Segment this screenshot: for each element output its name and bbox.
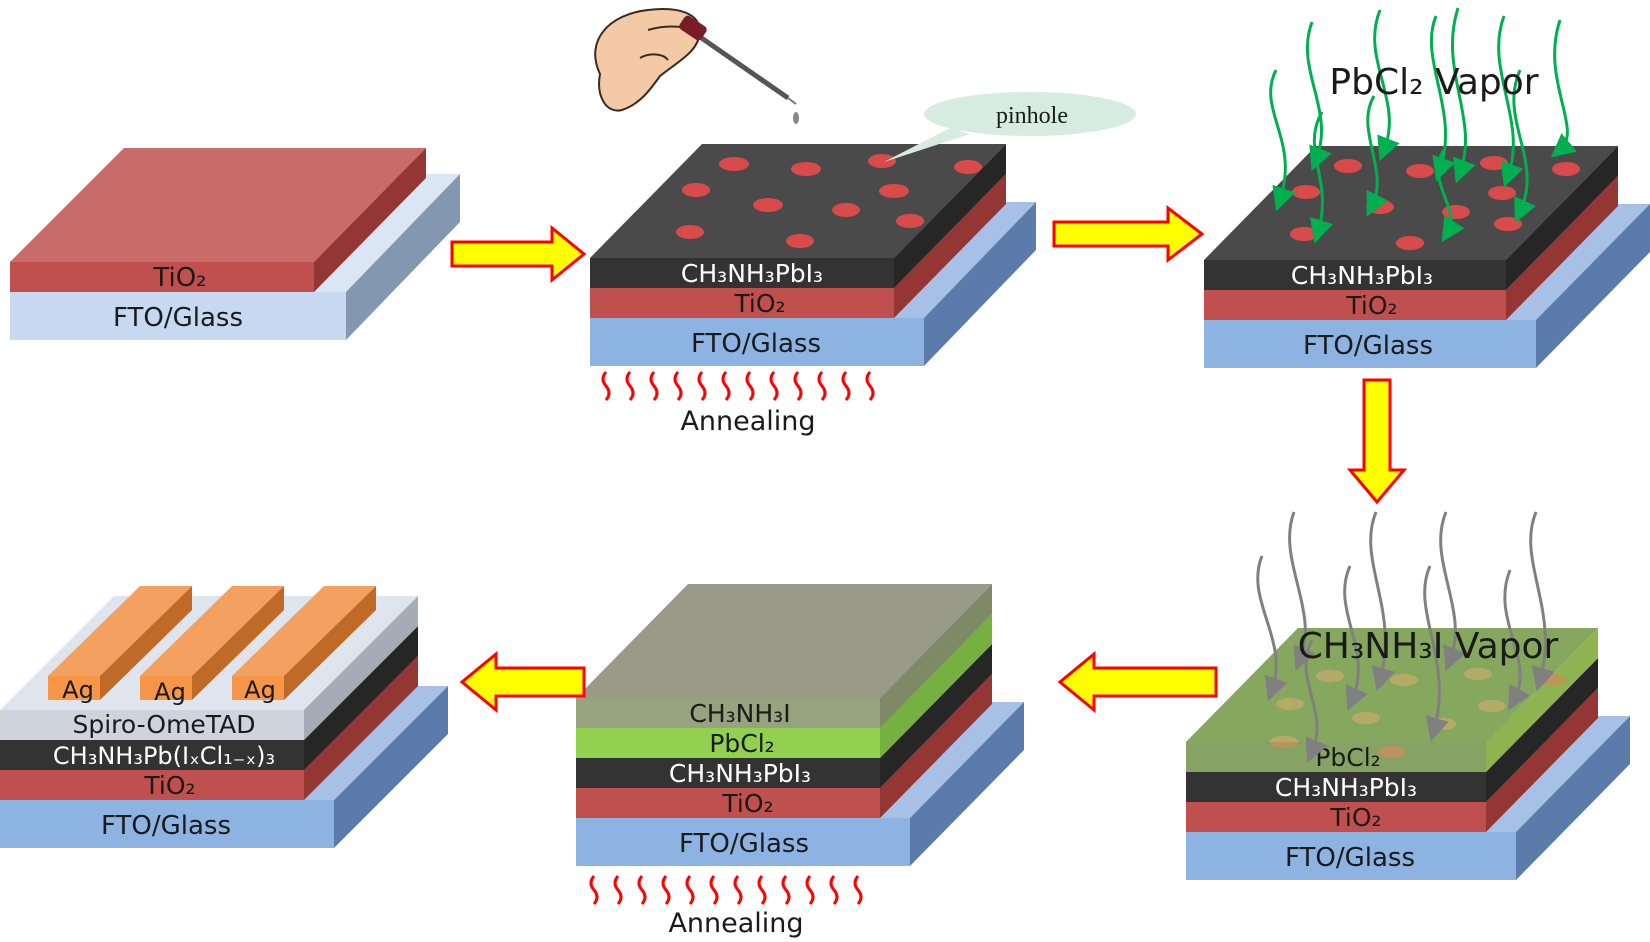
ag-label-2: Ag bbox=[154, 678, 186, 706]
mai-vapor-label: CH₃NH₃I Vapor bbox=[1298, 626, 1559, 667]
stack4-tio2-front bbox=[1186, 802, 1486, 832]
stack4-glass-label: FTO/Glass bbox=[1285, 843, 1415, 873]
annealing-label-2: Annealing bbox=[668, 908, 803, 939]
stack5-glass-label: FTO/Glass bbox=[679, 829, 809, 859]
stack2-tio2-front bbox=[590, 288, 894, 318]
stack5-mai-top bbox=[576, 584, 992, 698]
stack5-tio2-side bbox=[880, 674, 992, 818]
pipette-icon bbox=[594, 8, 799, 124]
stack6-pvk-label: CH₃NH₃Pb(IₓCl₁₋ₓ)₃ bbox=[53, 742, 275, 770]
stack3-glass-side bbox=[1536, 204, 1650, 368]
pinhole-callout-bubble bbox=[924, 92, 1136, 136]
stack3-glass-front bbox=[1204, 320, 1536, 368]
stack4-tio2-side bbox=[1486, 688, 1598, 832]
ag-electrode-2 bbox=[140, 586, 284, 700]
stack-1: TiO₂ FTO/Glass bbox=[10, 148, 460, 340]
stack-2: pinhole CH₃NH₃PbI₃ TiO₂ FTO/Glass bbox=[590, 92, 1136, 366]
pbcl2-vapor-arrows bbox=[1269, 7, 1577, 244]
stack4-tio2-label: TiO₂ bbox=[1329, 803, 1381, 832]
stack4-pvk-label: CH₃NH₃PbI₃ bbox=[1275, 773, 1417, 802]
ag-label-3: Ag bbox=[244, 676, 276, 704]
stack5-pvk-side bbox=[880, 644, 992, 788]
stack5-pbcl2-side bbox=[880, 614, 992, 758]
pbcl2-vapor-label: PbCl₂ Vapor bbox=[1329, 62, 1538, 103]
stack6-pvk-side bbox=[304, 626, 418, 770]
stack4-pvk-side bbox=[1486, 658, 1598, 802]
stack6-spiro-side bbox=[304, 596, 418, 740]
heat-waves-icon-1 bbox=[601, 371, 875, 401]
stack3-tio2-label: TiO₂ bbox=[1345, 291, 1397, 320]
stack4-pbcl2-label: PbCl₂ bbox=[1315, 743, 1380, 772]
stack6-glass-side bbox=[334, 686, 448, 848]
stack3-pvk-front bbox=[1204, 260, 1506, 290]
arrow-step-1 bbox=[450, 224, 587, 284]
stack6-glass-label: FTO/Glass bbox=[101, 811, 231, 841]
stack1-tio2-top bbox=[10, 148, 426, 262]
stack5-pbcl2-label: PbCl₂ bbox=[709, 729, 774, 758]
stack2-glass-side bbox=[924, 202, 1036, 366]
ag-electrode-3 bbox=[232, 586, 376, 700]
heat-waves-icon-2 bbox=[589, 875, 863, 905]
stack4-pbcl2-side bbox=[1486, 628, 1598, 772]
stack6-tio2-front bbox=[0, 770, 304, 800]
arrow-step-3 bbox=[1346, 378, 1408, 505]
stack5-glass-front bbox=[576, 818, 910, 866]
stack5-mai-side bbox=[880, 584, 992, 728]
stack6-tio2-side bbox=[304, 656, 418, 800]
stack3-tio2-side bbox=[1506, 176, 1618, 320]
stack2-pvk-label: CH₃NH₃PbI₃ bbox=[681, 259, 823, 288]
stack6-pvk-front bbox=[0, 740, 304, 770]
mai-vapor-arrows bbox=[1256, 511, 1555, 764]
stack5-tio2-label: TiO₂ bbox=[721, 789, 773, 818]
stack2-tio2-label: TiO₂ bbox=[733, 289, 785, 318]
stack1-glass-label: FTO/Glass bbox=[113, 303, 243, 333]
stack5-pbcl2-front bbox=[576, 728, 880, 758]
ag-electrode-1 bbox=[48, 586, 192, 700]
stack2-pvk-front bbox=[590, 258, 894, 288]
stack3-pvk-label: CH₃NH₃PbI₃ bbox=[1291, 261, 1433, 290]
stack1-tio2-front bbox=[10, 262, 314, 292]
stack4-glass-side bbox=[1516, 716, 1630, 880]
stack4-pvk-front bbox=[1186, 772, 1486, 802]
stack6-spiro-front bbox=[0, 710, 304, 740]
stack2-pvk-side bbox=[894, 144, 1006, 288]
stack5-pvk-label: CH₃NH₃PbI₃ bbox=[669, 759, 811, 788]
stack5-glass-side bbox=[910, 702, 1024, 866]
pinhole-label: pinhole bbox=[996, 103, 1068, 129]
stack6-tio2-label: TiO₂ bbox=[143, 771, 195, 800]
arrow-step-5 bbox=[459, 650, 586, 714]
stack5-mai-front bbox=[576, 698, 880, 728]
stack-5: CH₃NH₃I PbCl₂ CH₃NH₃PbI₃ TiO₂ FTO/Glass bbox=[576, 584, 1024, 866]
stack3-pvk-side bbox=[1506, 146, 1618, 290]
stack6-spiro-label: Spiro-OmeTAD bbox=[73, 710, 256, 739]
stack2-tio2-side bbox=[894, 174, 1006, 318]
stack1-tio2-label: TiO₂ bbox=[152, 263, 206, 293]
stack5-tio2-front bbox=[576, 788, 880, 818]
arrow-step-4 bbox=[1057, 650, 1218, 714]
stack-6: Ag Ag Ag Spiro-OmeTAD CH₃NH₃Pb(IₓCl₁₋ₓ)₃… bbox=[0, 586, 448, 848]
stack5-pvk-front bbox=[576, 758, 880, 788]
stack2-pinholes bbox=[676, 154, 982, 248]
stack1-tio2-side bbox=[314, 148, 426, 292]
stack3-tio2-front bbox=[1204, 290, 1506, 320]
stack1-glass-front bbox=[10, 292, 346, 340]
stack6-glass-front bbox=[0, 800, 334, 848]
ag-label-1: Ag bbox=[62, 676, 94, 704]
stack4-glass-front bbox=[1186, 832, 1516, 880]
arrow-step-2 bbox=[1052, 204, 1205, 264]
stack3-glass-label: FTO/Glass bbox=[1303, 331, 1433, 361]
stack1-glass-side bbox=[346, 174, 460, 340]
annealing-label-1: Annealing bbox=[680, 406, 815, 437]
stack2-glass-label: FTO/Glass bbox=[691, 329, 821, 359]
stack2-glass-front bbox=[590, 318, 924, 366]
pinhole-callout-tail bbox=[884, 128, 970, 162]
stack5-mai-label: CH₃NH₃I bbox=[689, 699, 790, 728]
stack-3: CH₃NH₃PbI₃ TiO₂ FTO/Glass bbox=[1204, 146, 1650, 368]
